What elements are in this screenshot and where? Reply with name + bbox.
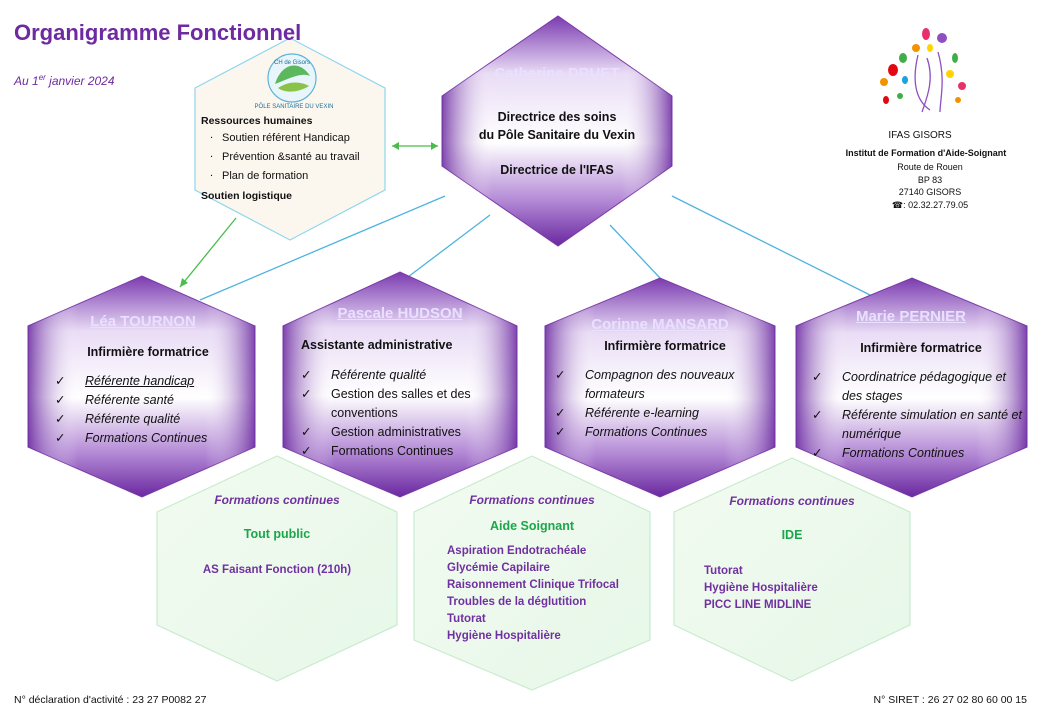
staff-role: Assistante administrative	[301, 338, 453, 352]
connector-mansard	[609, 224, 661, 279]
formation-audience: IDE	[781, 528, 803, 542]
logo-bottom-text: PÔLE SANITAIRE DU VEXIN	[254, 104, 334, 110]
list-item: Formations Continues	[812, 444, 1024, 463]
staff-list: Coordinatrice pédagogique et des stages …	[812, 368, 1024, 463]
ifas-name: IFAS GISORS	[888, 130, 952, 141]
connector-rh-tournon	[179, 217, 237, 288]
rh-list: Soutien référent Handicap Prévention &sa…	[206, 126, 360, 186]
list-item: Plan de formation	[206, 164, 360, 186]
formation-audience: Aide Soignant	[489, 519, 575, 533]
connector-tournon	[199, 195, 446, 301]
staff-list: Compagnon des nouveaux formateurs Référe…	[555, 366, 765, 442]
list-item: Référente e-learning	[555, 404, 765, 423]
page-title: Organigramme Fonctionnel	[14, 20, 302, 45]
list-item: Référente qualité	[301, 366, 501, 385]
list-item: Glycémie Capilaire	[447, 562, 550, 574]
list-item: Troubles de la déglutition	[447, 596, 587, 608]
rh-footer: Soutien logistique	[201, 190, 292, 202]
formation-list: AS Faisant Fonction (210h)	[177, 562, 377, 579]
list-item: PICC LINE MIDLINE	[704, 599, 812, 611]
logo-top-text: CH de Gisors	[273, 60, 310, 66]
ifas-address: Route de Rouen BP 83 27140 GISORS ☎: 02.…	[855, 161, 1005, 211]
list-item: Référente simulation en santé et numériq…	[812, 406, 1024, 444]
connector-pernier	[671, 195, 881, 301]
formation-list: Aspiration Endotrachéale Glycémie Capila…	[447, 543, 647, 645]
list-item: Hygiène Hospitalière	[447, 630, 561, 642]
list-item: Aspiration Endotrachéale	[447, 545, 587, 557]
connector-hudson	[399, 214, 491, 284]
list-item: Raisonnement Clinique Trifocal	[447, 579, 619, 591]
connectors	[179, 142, 881, 301]
ifas-logo	[880, 28, 966, 113]
footer-declaration: N° déclaration d'activité : 23 27 P0082 …	[14, 694, 207, 706]
formation-heading: Formations continues	[729, 494, 855, 508]
director-name: Catherine DRUET	[494, 65, 620, 82]
director-line1: Directrice des soins	[497, 110, 617, 124]
list-item: Soutien référent Handicap	[206, 126, 360, 148]
formation-heading: Formations continues	[214, 493, 340, 507]
formation-heading: Formations continues	[469, 493, 595, 507]
list-item: Gestion des salles et des conventions	[301, 385, 501, 423]
staff-list: Référente qualité Gestion des salles et …	[301, 366, 501, 461]
footer-siret: N° SIRET : 26 27 02 80 60 00 15	[873, 694, 1027, 706]
director-hexagon	[441, 15, 673, 247]
list-item: Hygiène Hospitalière	[704, 582, 818, 594]
list-item: Compagnon des nouveaux formateurs	[555, 366, 765, 404]
director-line2: du Pôle Sanitaire du Vexin	[478, 128, 636, 142]
formation-list: Tutorat Hygiène Hospitalière PICC LINE M…	[704, 563, 904, 614]
date-label: Au 1er janvier 2024	[14, 73, 115, 88]
list-item: Gestion administratives	[301, 423, 501, 442]
staff-role: Infirmière formatrice	[604, 339, 726, 353]
list-item: AS Faisant Fonction (210h)	[202, 564, 352, 576]
list-item: Prévention &santé au travail	[206, 145, 360, 167]
list-item: Formations Continues	[301, 442, 501, 461]
list-item: Référente qualité	[55, 410, 250, 429]
director-line3: Directrice de l'IFAS	[500, 163, 614, 177]
formation-audience: Tout public	[243, 527, 311, 541]
staff-role: Infirmière formatrice	[860, 341, 982, 355]
formation-hexagons	[156, 455, 911, 691]
staff-name-tournon: Léa TOURNON	[90, 313, 196, 330]
staff-name-pernier: Marie PERNIER	[855, 308, 967, 325]
ch-gisors-logo	[267, 53, 317, 103]
list-item: Formations Continues	[55, 429, 250, 448]
list-item: Formations Continues	[555, 423, 765, 442]
director-title: Directrice des soins du Pôle Sanitaire d…	[452, 108, 662, 179]
list-item: Tutorat	[704, 565, 743, 577]
ifas-phone: ☎: 02.32.27.79.05	[891, 199, 969, 210]
list-item: Coordinatrice pédagogique et des stages	[812, 368, 1024, 406]
staff-list: Référente handicap Référente santé Référ…	[55, 372, 250, 448]
rh-heading: Ressources humaines	[201, 115, 313, 127]
staff-role: Infirmière formatrice	[87, 345, 209, 359]
list-item: Tutorat	[447, 613, 486, 625]
staff-name-hudson: Pascale HUDSON	[337, 305, 463, 322]
staff-name-mansard: Corinne MANSARD	[591, 316, 729, 333]
list-item: Référente santé	[55, 391, 250, 410]
ifas-institute: Institut de Formation d'Aide-Soignant	[845, 148, 1007, 158]
list-item: Référente handicap	[55, 372, 250, 391]
